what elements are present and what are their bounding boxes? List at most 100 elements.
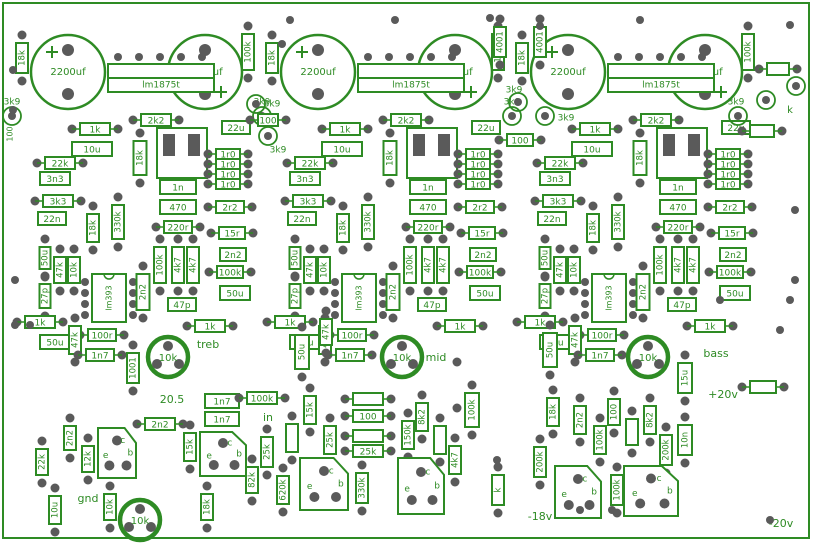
- resistor-body: [538, 246, 552, 270]
- resistor-body: [200, 493, 214, 521]
- resistor-value: 620k: [279, 479, 289, 500]
- solder-pad: [309, 492, 320, 502]
- solder-pad: [555, 286, 565, 296]
- solder-pad: [81, 278, 89, 286]
- resistor-body: [35, 448, 49, 476]
- solder-pad: [408, 359, 418, 369]
- resistor-value: 2r2: [472, 204, 487, 214]
- capacitor-body: [289, 171, 321, 186]
- resistor-body: [171, 246, 185, 284]
- capacitor-value: 2200uf: [50, 67, 86, 78]
- ic-notch: [353, 273, 365, 280]
- resistor-value: 3k9: [728, 98, 745, 108]
- resistor-value: 1r0: [220, 181, 235, 191]
- solder-pad: [156, 53, 164, 61]
- solder-pad: [570, 357, 580, 367]
- solder-pad: [423, 234, 433, 244]
- resistor-value: 15r: [224, 230, 239, 240]
- solder-pad: [155, 286, 165, 296]
- resistor-body: [643, 405, 657, 435]
- solder-pad: [576, 506, 584, 514]
- solder-pad: [673, 286, 683, 296]
- resistor-body: [653, 246, 667, 284]
- solder-pad: [548, 385, 558, 395]
- solder-pad: [435, 457, 445, 467]
- solder-pad: [185, 420, 195, 430]
- solder-pad: [677, 53, 685, 61]
- capacitor-body: [719, 247, 747, 262]
- solder-pad: [243, 21, 253, 31]
- resistor-value: 1r0: [470, 171, 485, 181]
- solder-pad: [743, 73, 753, 83]
- solder-pad: [129, 278, 137, 286]
- capacitor-value: 50u: [226, 290, 243, 300]
- solder-pad: [581, 278, 589, 286]
- input-label: in: [263, 411, 273, 424]
- test-point-ring: [508, 92, 528, 112]
- resistor-value: 3k9: [558, 114, 575, 124]
- solder-pad: [680, 458, 690, 468]
- resistor-value: 18k: [268, 50, 278, 66]
- capacitor-value: 50u: [46, 339, 63, 349]
- transistor-pin-label: c: [329, 467, 334, 477]
- resistor-body: [86, 213, 100, 243]
- transistor-pin-label: c: [425, 468, 430, 478]
- capacitor-value: 3n3: [296, 175, 313, 185]
- test-point-ring: [786, 76, 806, 96]
- resistor-value: k: [787, 105, 793, 116]
- potentiometer-ring: [379, 334, 425, 380]
- capacitor-value: 100: [6, 126, 15, 141]
- resistor-value: 47k: [56, 262, 66, 278]
- resistor-body: [294, 334, 310, 370]
- transistor-pin-label: b: [434, 482, 440, 492]
- resistor-body: [265, 42, 279, 74]
- solder-pad: [632, 359, 642, 369]
- solder-pad: [55, 286, 65, 296]
- solder-pad: [286, 16, 294, 24]
- capacitor-body: [537, 211, 567, 226]
- solder-pad: [124, 522, 134, 532]
- resistor-body: [288, 283, 302, 309]
- resistor-value: 100: [610, 404, 620, 420]
- resistor-value: 4001: [496, 31, 506, 53]
- resistor-value: 1r0: [220, 171, 235, 181]
- solder-pad: [363, 242, 373, 252]
- solder-pad: [229, 460, 240, 470]
- resistor-value: 150k: [404, 424, 414, 445]
- ic-notch: [103, 273, 115, 280]
- solder-pad: [493, 73, 503, 83]
- solder-pad: [540, 271, 550, 281]
- output-transistor-pad: [188, 134, 200, 156]
- solder-pad: [743, 21, 753, 31]
- resistor-value: 220r: [168, 224, 189, 234]
- transistor-pin-label: c: [120, 436, 125, 446]
- solder-pad: [423, 286, 433, 296]
- resistor-body: [587, 328, 617, 342]
- electrolytic-capacitor: [29, 33, 107, 111]
- resistor-body: [352, 392, 384, 406]
- solder-pad: [635, 498, 646, 509]
- resistor-value: 1r0: [720, 151, 735, 161]
- resistor-value: 1n7: [591, 352, 608, 362]
- solder-pad: [55, 244, 65, 254]
- resistor-value: 2n2: [151, 421, 168, 431]
- resistor-body: [716, 265, 744, 279]
- potentiometer-ring: [625, 334, 671, 380]
- solder-pad: [247, 454, 257, 464]
- resistor-body: [401, 420, 415, 450]
- resistor-value: 100k: [469, 269, 492, 279]
- resistor-body: [573, 405, 587, 435]
- solder-pad: [104, 460, 115, 471]
- solder-pad: [262, 424, 272, 434]
- resistor-body: [718, 226, 746, 240]
- resistor-body: [611, 204, 625, 240]
- resistor-value: 15r: [724, 230, 739, 240]
- polarity-plus: [296, 46, 308, 58]
- solder-pad: [448, 53, 456, 61]
- solder-pad: [792, 82, 800, 90]
- resistor-body: [593, 425, 607, 455]
- resistor-value: 100k: [219, 269, 242, 279]
- solder-pad: [627, 406, 637, 416]
- treble-label: treb: [197, 338, 219, 351]
- solder-pad: [536, 22, 544, 30]
